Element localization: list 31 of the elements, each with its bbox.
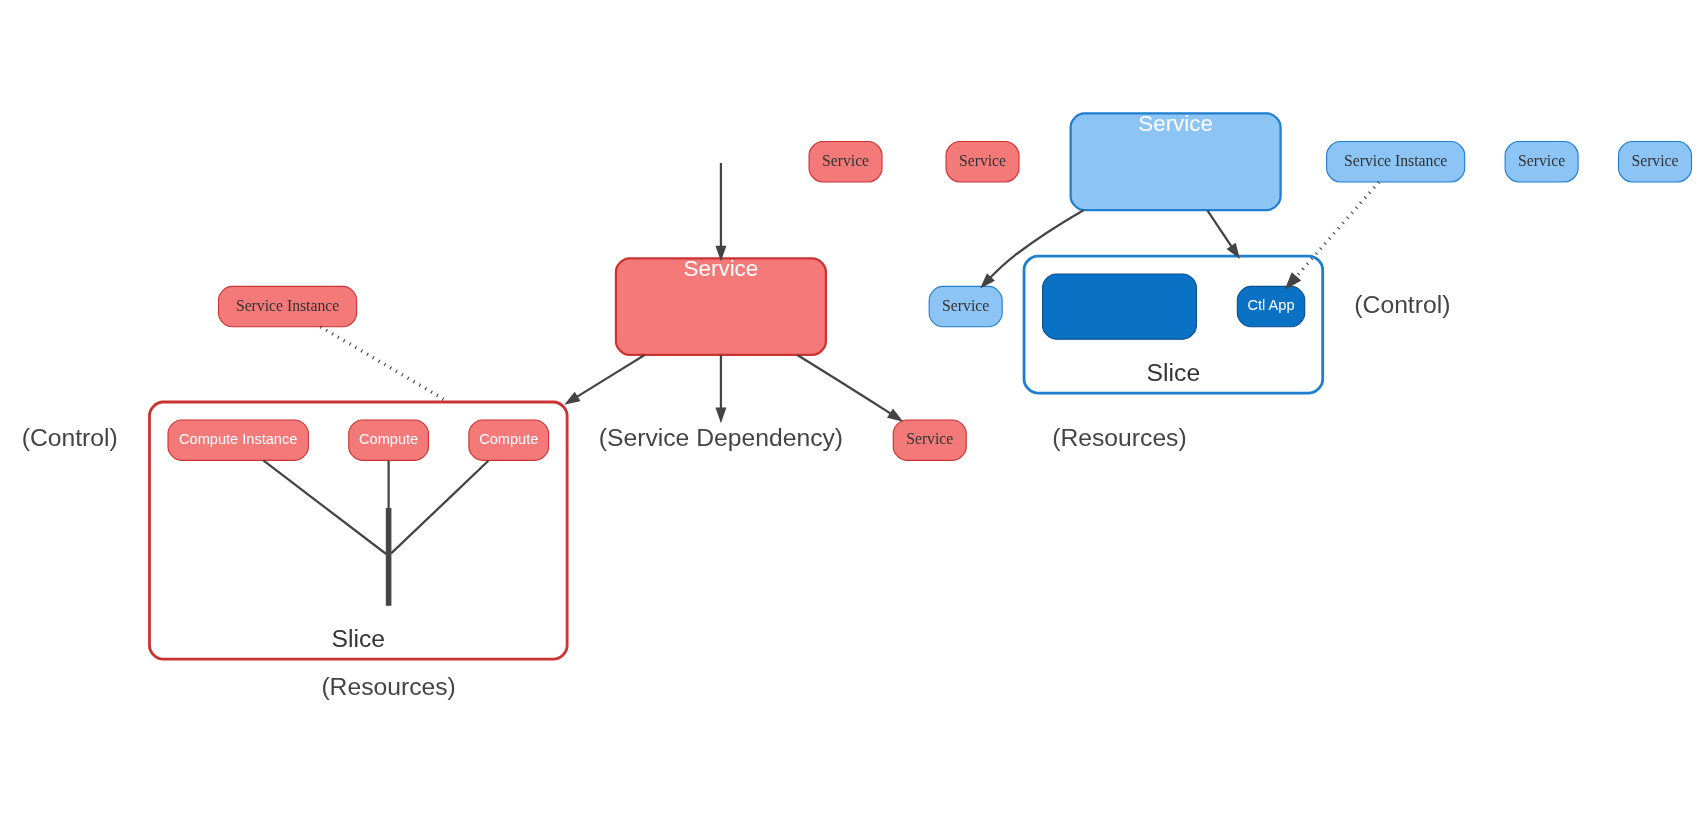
connector bbox=[262, 459, 387, 555]
node-bar bbox=[385, 507, 392, 606]
arrow bbox=[1206, 209, 1240, 259]
node-box: Service bbox=[1617, 140, 1693, 183]
arrow bbox=[980, 208, 1084, 288]
node-box: Compute bbox=[348, 418, 430, 461]
node-box: Service Instance bbox=[1326, 140, 1466, 183]
node-box: Service bbox=[614, 256, 828, 356]
connector bbox=[387, 460, 390, 509]
node-box: Service bbox=[1069, 111, 1282, 211]
node-box: Service bbox=[1504, 140, 1579, 183]
node-box: Service bbox=[928, 285, 1003, 327]
arrow bbox=[796, 353, 904, 422]
node-box: Service bbox=[808, 140, 883, 183]
node-box bbox=[1042, 272, 1197, 340]
node-box: Service bbox=[892, 418, 967, 461]
arrow bbox=[1284, 180, 1381, 290]
label: (Control) bbox=[21, 423, 118, 451]
node-box: Service bbox=[945, 140, 1020, 183]
node-box: Ctl App bbox=[1236, 285, 1306, 327]
node-text: (Service Dependency) bbox=[598, 423, 844, 451]
arrow bbox=[564, 353, 646, 405]
label: (Resources) bbox=[321, 672, 456, 700]
arrow bbox=[715, 162, 727, 261]
label: (Resources) bbox=[1052, 423, 1187, 451]
node-box: Service Instance bbox=[217, 285, 358, 327]
arrow bbox=[715, 354, 727, 423]
connector bbox=[390, 459, 490, 554]
node-box: Compute bbox=[468, 418, 550, 461]
label: (Control) bbox=[1354, 290, 1451, 318]
node-box: Compute Instance bbox=[167, 418, 309, 461]
